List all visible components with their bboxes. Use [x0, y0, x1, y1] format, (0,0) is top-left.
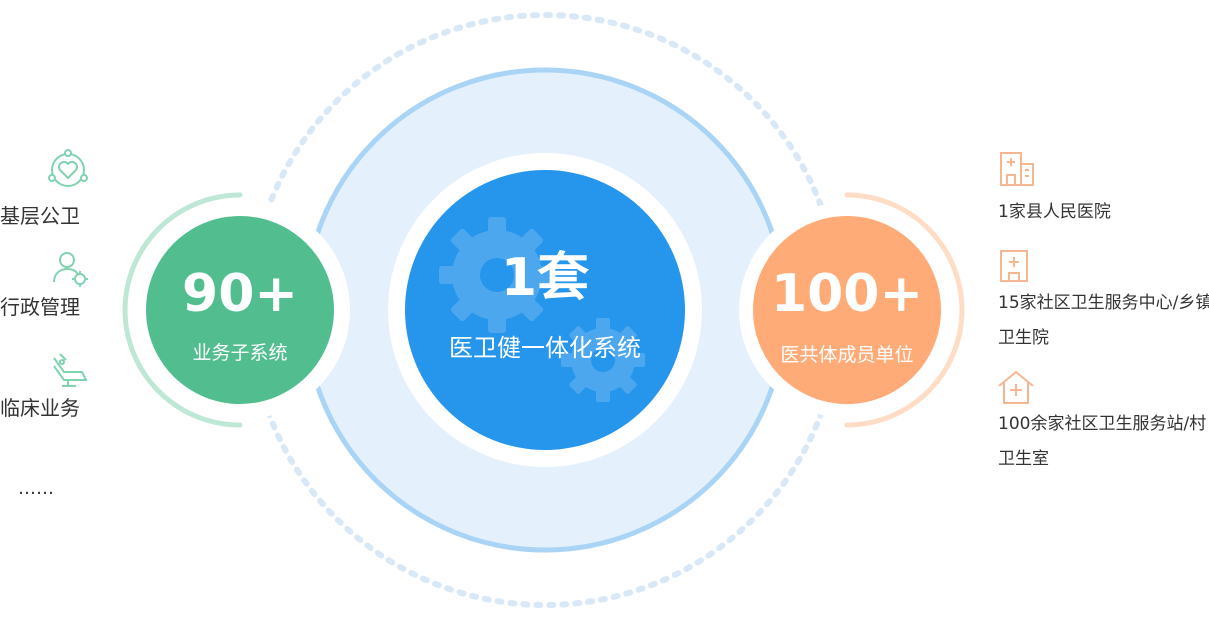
hospital-building-icon	[1000, 152, 1034, 186]
clinic-cross-icon	[1000, 250, 1028, 282]
left-circle-label: 业务子系统	[192, 342, 288, 364]
admin-user-gear-icon	[53, 252, 88, 287]
left-more-ellipsis: ……	[18, 478, 54, 499]
left-item-label-clinical: 临床业务	[0, 396, 80, 420]
care-heart-icon	[48, 149, 88, 187]
center-circle-label: 医卫健一体化系统	[449, 334, 641, 362]
left-item-label-admin: 行政管理	[0, 295, 80, 319]
right-circle-number: 100+	[770, 264, 924, 324]
gears-icon	[439, 217, 645, 402]
left-item-label-basic-health: 基层公卫	[0, 204, 80, 228]
green-circle	[146, 216, 334, 404]
left-circle-number: 90+	[182, 264, 298, 324]
center-circle-number: 1套	[500, 248, 590, 308]
orange-arc	[844, 192, 965, 428]
right-item-community-centers: 15家社区卫生服务中心/乡镇卫生院	[998, 293, 1209, 348]
right-item-county-hospital: 1家县人民医院	[998, 202, 1111, 222]
right-item-community-stations: 100余家社区卫生服务站/村卫生室	[998, 414, 1207, 469]
right-circle-label: 医共体成员单位	[780, 344, 914, 366]
house-cross-icon	[998, 370, 1034, 404]
green-arc	[122, 192, 243, 428]
clinical-dental-chair-icon	[53, 353, 88, 387]
orange-circle	[753, 216, 941, 404]
